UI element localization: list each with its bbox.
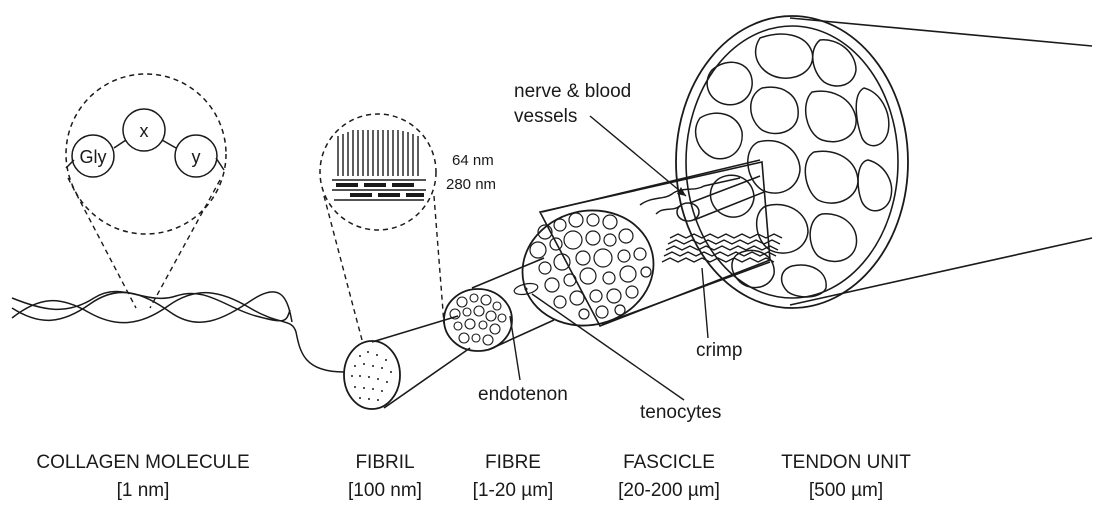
fascicle-bottom-edge <box>602 262 770 324</box>
zoom-guide-line <box>68 178 136 308</box>
period-280nm-label: 280 nm <box>446 176 496 193</box>
level-name-fibril: FIBRIL <box>355 452 414 473</box>
helix-strand-2 <box>12 292 292 323</box>
crimp-pattern <box>662 234 782 262</box>
fascicle-body-fill <box>540 162 770 326</box>
level-size-fibril: [100 nm] <box>348 480 422 501</box>
fibril <box>344 316 470 409</box>
nerve-vessel-tube-top <box>690 176 760 203</box>
level-name-tendon-unit: TENDON UNIT <box>781 452 911 473</box>
fascicle-cell <box>696 113 743 159</box>
level-size-tendon-unit: [500 µm] <box>809 480 883 501</box>
fibre <box>444 258 554 351</box>
fascicle-cell <box>756 34 813 78</box>
fascicle-cell <box>751 87 798 133</box>
level-captions: COLLAGEN MOLECULE [1 nm] FIBRIL [100 nm]… <box>36 452 911 501</box>
nerve-vessel-tube-bottom <box>694 192 764 220</box>
tenocyte-nucleus <box>525 288 528 291</box>
fibril-banding-lines <box>338 130 418 176</box>
fibril-zoom: 64 nm 280 nm <box>320 114 496 340</box>
x-residue-label: x <box>140 121 149 141</box>
fibril-stagger-bars <box>332 180 426 200</box>
nerve-vessel-cross-section <box>677 203 699 221</box>
endotenon-pointer <box>510 316 520 380</box>
tenocytes-label: tenocytes <box>640 402 721 423</box>
fascicle-top-edge <box>542 160 760 212</box>
endotenon-label: endotenon <box>478 384 568 405</box>
fascicle-cell <box>810 214 856 262</box>
level-name-fibre: FIBRE <box>485 452 541 473</box>
fibril-bottom-edge <box>384 348 470 408</box>
crimp-pointer <box>702 268 708 338</box>
level-size-collagen-molecule: [1 nm] <box>117 480 170 501</box>
level-size-fascicle: [20-200 µm] <box>618 480 720 501</box>
level-size-fibre: [1-20 µm] <box>473 480 554 501</box>
period-64nm-label: 64 nm <box>452 152 494 169</box>
level-name-collagen-molecule: COLLAGEN MOLECULE <box>36 452 249 473</box>
zoom-guide-line <box>434 196 444 324</box>
nerve-blood-label-line2: vessels <box>514 106 577 127</box>
y-residue-label: y <box>192 147 201 167</box>
fibril-cross-section <box>344 341 400 409</box>
fibre-fibrils <box>450 294 506 345</box>
fascicle-cell <box>805 151 858 203</box>
fascicle-cell <box>782 265 827 297</box>
fascicle <box>510 160 782 339</box>
glycine-label: Gly <box>80 147 107 167</box>
molecule-zoom: Gly x y <box>66 74 226 308</box>
peptide-bond <box>114 140 126 148</box>
fascicle-cell <box>858 160 892 211</box>
fascicle-cell <box>856 88 889 146</box>
fibril-stipple <box>351 351 392 401</box>
fascicle-cell <box>806 91 856 142</box>
zoom-guide-line <box>150 180 220 308</box>
peptide-bond <box>162 140 176 148</box>
helix-strand-1 <box>12 293 344 372</box>
collagen-triple-helix <box>12 291 344 372</box>
level-name-fascicle: FASCICLE <box>623 452 715 473</box>
tendon-fascicle-cells <box>696 34 892 297</box>
tendon-unit-bottom-edge <box>790 238 1092 305</box>
fascicle-cell <box>748 141 800 193</box>
tendon-unit <box>676 16 1092 308</box>
crimp-label: crimp <box>696 340 742 361</box>
nerve-blood-pointer <box>590 116 686 196</box>
fascicle-cell <box>757 204 808 253</box>
fascicle-cell <box>707 62 752 105</box>
epitenon-ring <box>686 26 898 298</box>
nerve-blood-label-line1: nerve & blood <box>514 81 631 102</box>
